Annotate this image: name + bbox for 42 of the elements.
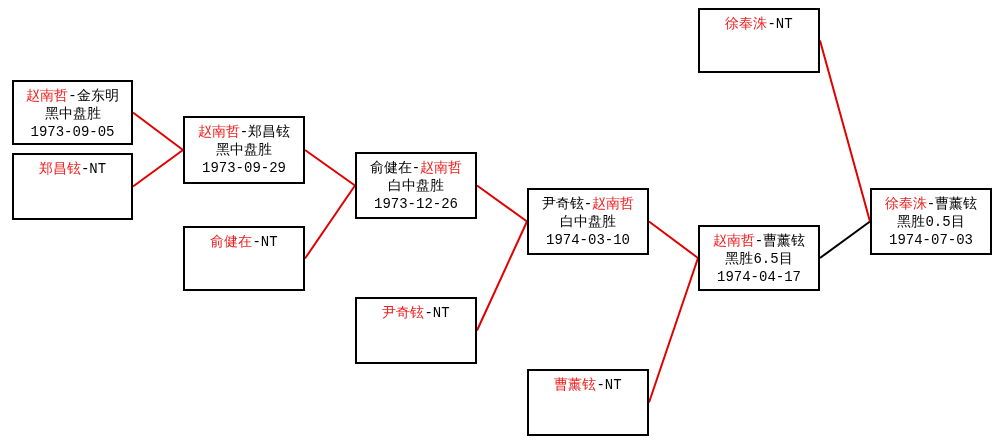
bracket-line	[132, 111, 184, 151]
bracket-line	[132, 149, 184, 188]
match-title: 徐奉洙-曹薰铉	[884, 195, 978, 213]
player-box	[12, 153, 133, 220]
game-result-box	[870, 188, 992, 255]
bracket-line	[476, 220, 528, 332]
game-date: 1974-03-10	[546, 231, 630, 249]
bracket-line	[304, 149, 356, 187]
match-title: 赵南哲-曹薰铉	[712, 232, 806, 250]
match-title: 俞健在-赵南哲	[369, 159, 463, 177]
match-title: 尹奇铉-赵南哲	[541, 195, 635, 213]
match-title: 郑昌铉-NT	[38, 160, 107, 178]
match-title: 曹薰铉-NT	[554, 376, 622, 394]
game-date: 1973-12-26	[374, 195, 458, 213]
game-result-box	[698, 225, 820, 291]
game-date: 1974-04-17	[717, 268, 801, 286]
game-result-box	[527, 188, 649, 255]
game-result: 黑中盘胜	[44, 105, 101, 123]
player-box	[527, 369, 649, 436]
match-title: 俞健在-NT	[210, 233, 278, 251]
game-result-box	[183, 116, 305, 184]
player-box	[355, 297, 477, 364]
match-title: 赵南哲-金东明	[26, 87, 119, 105]
bracket-line	[476, 184, 528, 223]
match-title: 徐奉洙-NT	[725, 15, 793, 33]
game-result-box	[12, 80, 133, 145]
bracket-line	[304, 184, 356, 260]
game-date: 1973-09-05	[30, 123, 115, 141]
match-title: 赵南哲-郑昌铉	[197, 123, 291, 141]
player-box	[183, 226, 305, 291]
game-result: 黑胜0.5目	[897, 213, 965, 231]
match-title: 尹奇铉-NT	[382, 304, 450, 322]
player-box	[698, 8, 820, 73]
game-result: 黑胜6.5目	[725, 250, 793, 268]
bracket-line	[648, 220, 699, 259]
game-date: 1973-09-29	[202, 159, 286, 177]
game-result-box	[355, 152, 477, 219]
game-date: 1974-07-03	[889, 231, 973, 249]
game-result: 黑中盘胜	[216, 141, 272, 159]
bracket-line	[819, 220, 871, 259]
game-result: 白中盘胜	[560, 213, 616, 231]
game-result: 白中盘胜	[388, 177, 444, 195]
